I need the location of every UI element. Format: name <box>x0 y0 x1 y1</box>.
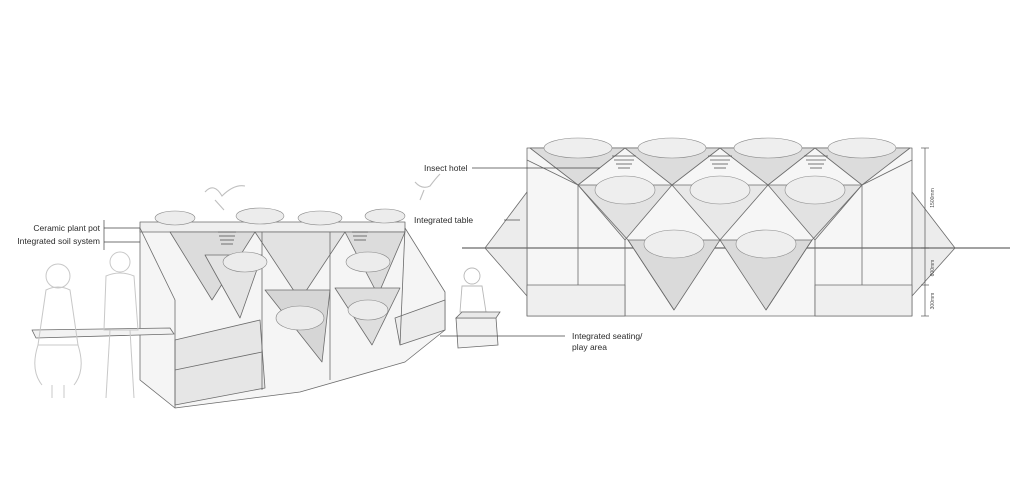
perspective-right-seat <box>394 299 446 346</box>
dimension-table-height: 600mm <box>930 260 936 277</box>
callout-leaders <box>103 167 600 337</box>
bird-icon-right <box>414 173 441 201</box>
label-integrated-soil-system: Integrated soil system <box>17 236 100 246</box>
elevation-seat-left <box>526 284 626 317</box>
label-integrated-seating: Integrated seating/ <box>572 331 643 341</box>
label-ceramic-plant-pot: Ceramic plant pot <box>33 223 100 233</box>
elevation-left-wing <box>484 191 528 297</box>
perspective-seat-edge <box>174 351 263 371</box>
perspective-facet-lines <box>139 227 176 408</box>
elevation-view <box>462 137 1010 317</box>
perspective-roof-plants <box>154 207 406 331</box>
elevation-plants <box>543 137 897 259</box>
figure-child <box>34 263 82 398</box>
figure-sitting <box>459 267 499 315</box>
elevation-seat-right <box>814 284 913 317</box>
elevation-dimension-line <box>921 147 929 317</box>
label-insect-hotel: Insect hotel <box>424 163 468 173</box>
label-integrated-table: Integrated table <box>414 215 473 225</box>
dimension-total-height: 1500mm <box>930 188 936 207</box>
elevation-insect-hotel <box>612 155 828 169</box>
bird-icon-left <box>204 185 246 211</box>
figure-adult <box>103 251 139 399</box>
perspective-facet-lines-4 <box>399 227 406 346</box>
elevation-right-wing <box>911 191 956 297</box>
perspective-planter-2 <box>254 231 346 301</box>
perspective-view <box>31 207 446 409</box>
perspective-block-seat <box>455 311 501 349</box>
perspective-insect-hotel <box>218 231 368 245</box>
dimension-seat-height: 300mm <box>930 293 936 310</box>
label-play-area: play area <box>572 342 607 352</box>
